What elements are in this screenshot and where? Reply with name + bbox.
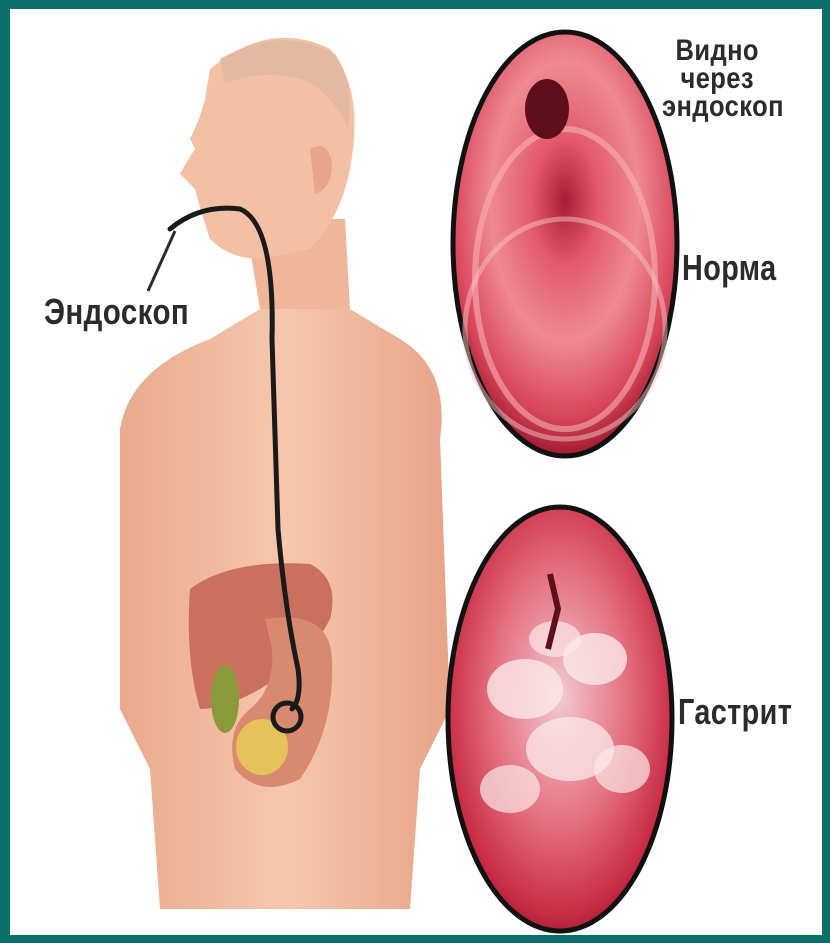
gastritis-mucosa-view: [448, 507, 672, 931]
illustration-frame: Эндоскоп Видно через эндоскоп Норма Гаст…: [10, 9, 822, 935]
endoscope-pointer-line: [148, 231, 175, 291]
gastritis-label: Гастрит: [678, 691, 792, 733]
normal-label: Норма: [682, 247, 777, 289]
human-figure: [120, 38, 450, 909]
seen-through-endoscope-label: Видно через эндоскоп: [662, 37, 773, 121]
endoscopy-illustration: [10, 9, 822, 935]
endoscope-label: Эндоскоп: [44, 291, 189, 333]
gallbladder: [211, 665, 239, 733]
normal-mucosa-view: [453, 32, 677, 456]
